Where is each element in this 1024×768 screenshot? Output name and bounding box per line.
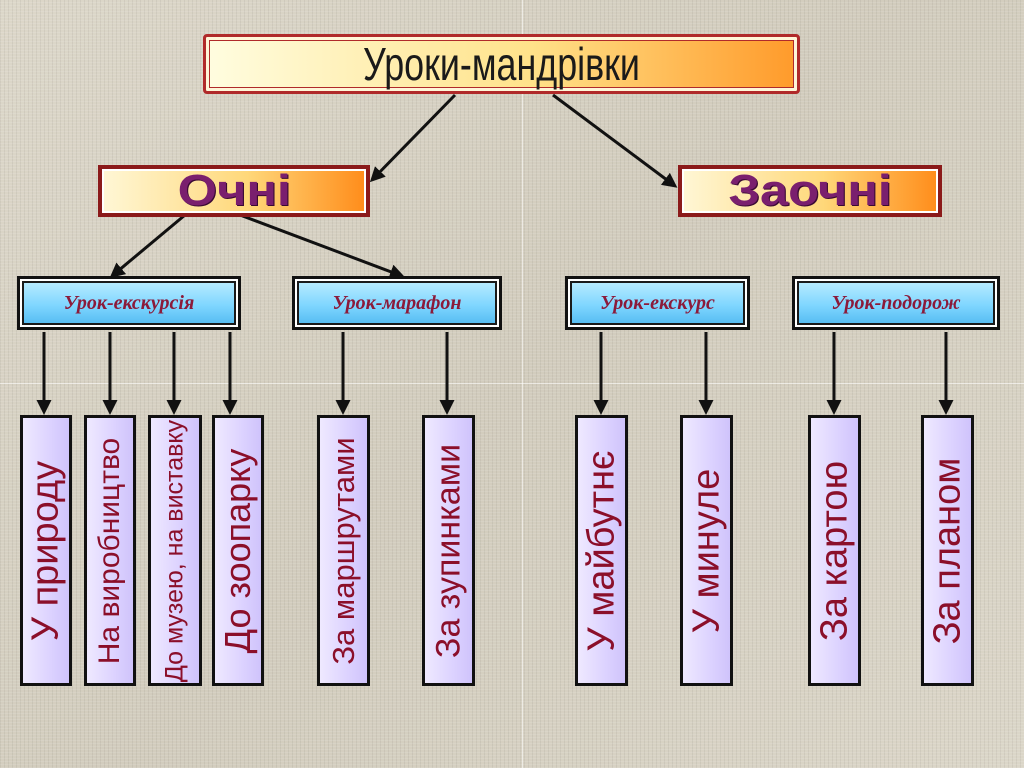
leaf-label: За зупинками (429, 443, 467, 658)
leaf-label: У минуле (685, 468, 727, 633)
type-podorozh-box: Урок-подорож (792, 276, 1000, 330)
leaf-za-zupynkamy: За зупинками (422, 415, 475, 686)
category-zaochni-label: Заочні (728, 166, 892, 215)
type-ekskursiia-box: Урок-екскурсія (17, 276, 241, 330)
leaf-do-muzeiu: До музею, на виставку (148, 415, 202, 686)
arrow-title-to-zaochni (552, 93, 678, 188)
leaf-za-marshrutamy: За маршрутами (317, 415, 370, 686)
type-ekskurs-box: Урок-екскурс (565, 276, 750, 330)
type-marafon-label: Урок-марафон (332, 291, 462, 314)
leaf-label: У майбутнє (580, 450, 622, 651)
leaf-na-vyrobnytstvo: На виробництво (84, 415, 136, 686)
category-zaochni-box: Заочні (678, 165, 942, 217)
leaf-u-maibutnie: У майбутнє (575, 415, 628, 686)
category-ochni-label: Очні (177, 166, 291, 215)
arrow-ochni-to-ekskursiia (109, 213, 186, 278)
type-ekskursiia-label: Урок-екскурсія (63, 291, 195, 314)
leaf-label: За картою (813, 460, 855, 641)
leaf-label: За планом (926, 457, 968, 644)
leaf-za-kartoiu: За картою (808, 415, 861, 686)
type-ekskurs-label: Урок-екскурс (600, 291, 715, 314)
arrow-ochni-to-marafon (239, 213, 405, 279)
diagram-title: Уроки-мандрівки (363, 38, 640, 90)
leaf-label: За маршрутами (325, 436, 361, 665)
leaf-za-planom: За планом (921, 415, 974, 686)
arrow-title-to-ochni (369, 93, 457, 183)
leaf-u-pryrodu: У природу (20, 415, 72, 686)
leaf-label: До зоопарку (217, 448, 258, 653)
category-ochni-box: Очні (98, 165, 370, 217)
leaf-label: У природу (24, 460, 67, 641)
background-gridline-vertical (522, 0, 523, 768)
leaf-do-zooparku: До зоопарку (212, 415, 264, 686)
leaf-label: До музею, на виставку (160, 419, 189, 682)
type-podorozh-label: Урок-подорож (831, 291, 961, 314)
leaf-u-mynule: У минуле (680, 415, 733, 686)
title-box: Уроки-мандрівки (203, 34, 800, 94)
type-marafon-box: Урок-марафон (292, 276, 502, 330)
leaf-label: На виробництво (93, 437, 126, 664)
background-gridline-horizontal (0, 383, 1024, 384)
